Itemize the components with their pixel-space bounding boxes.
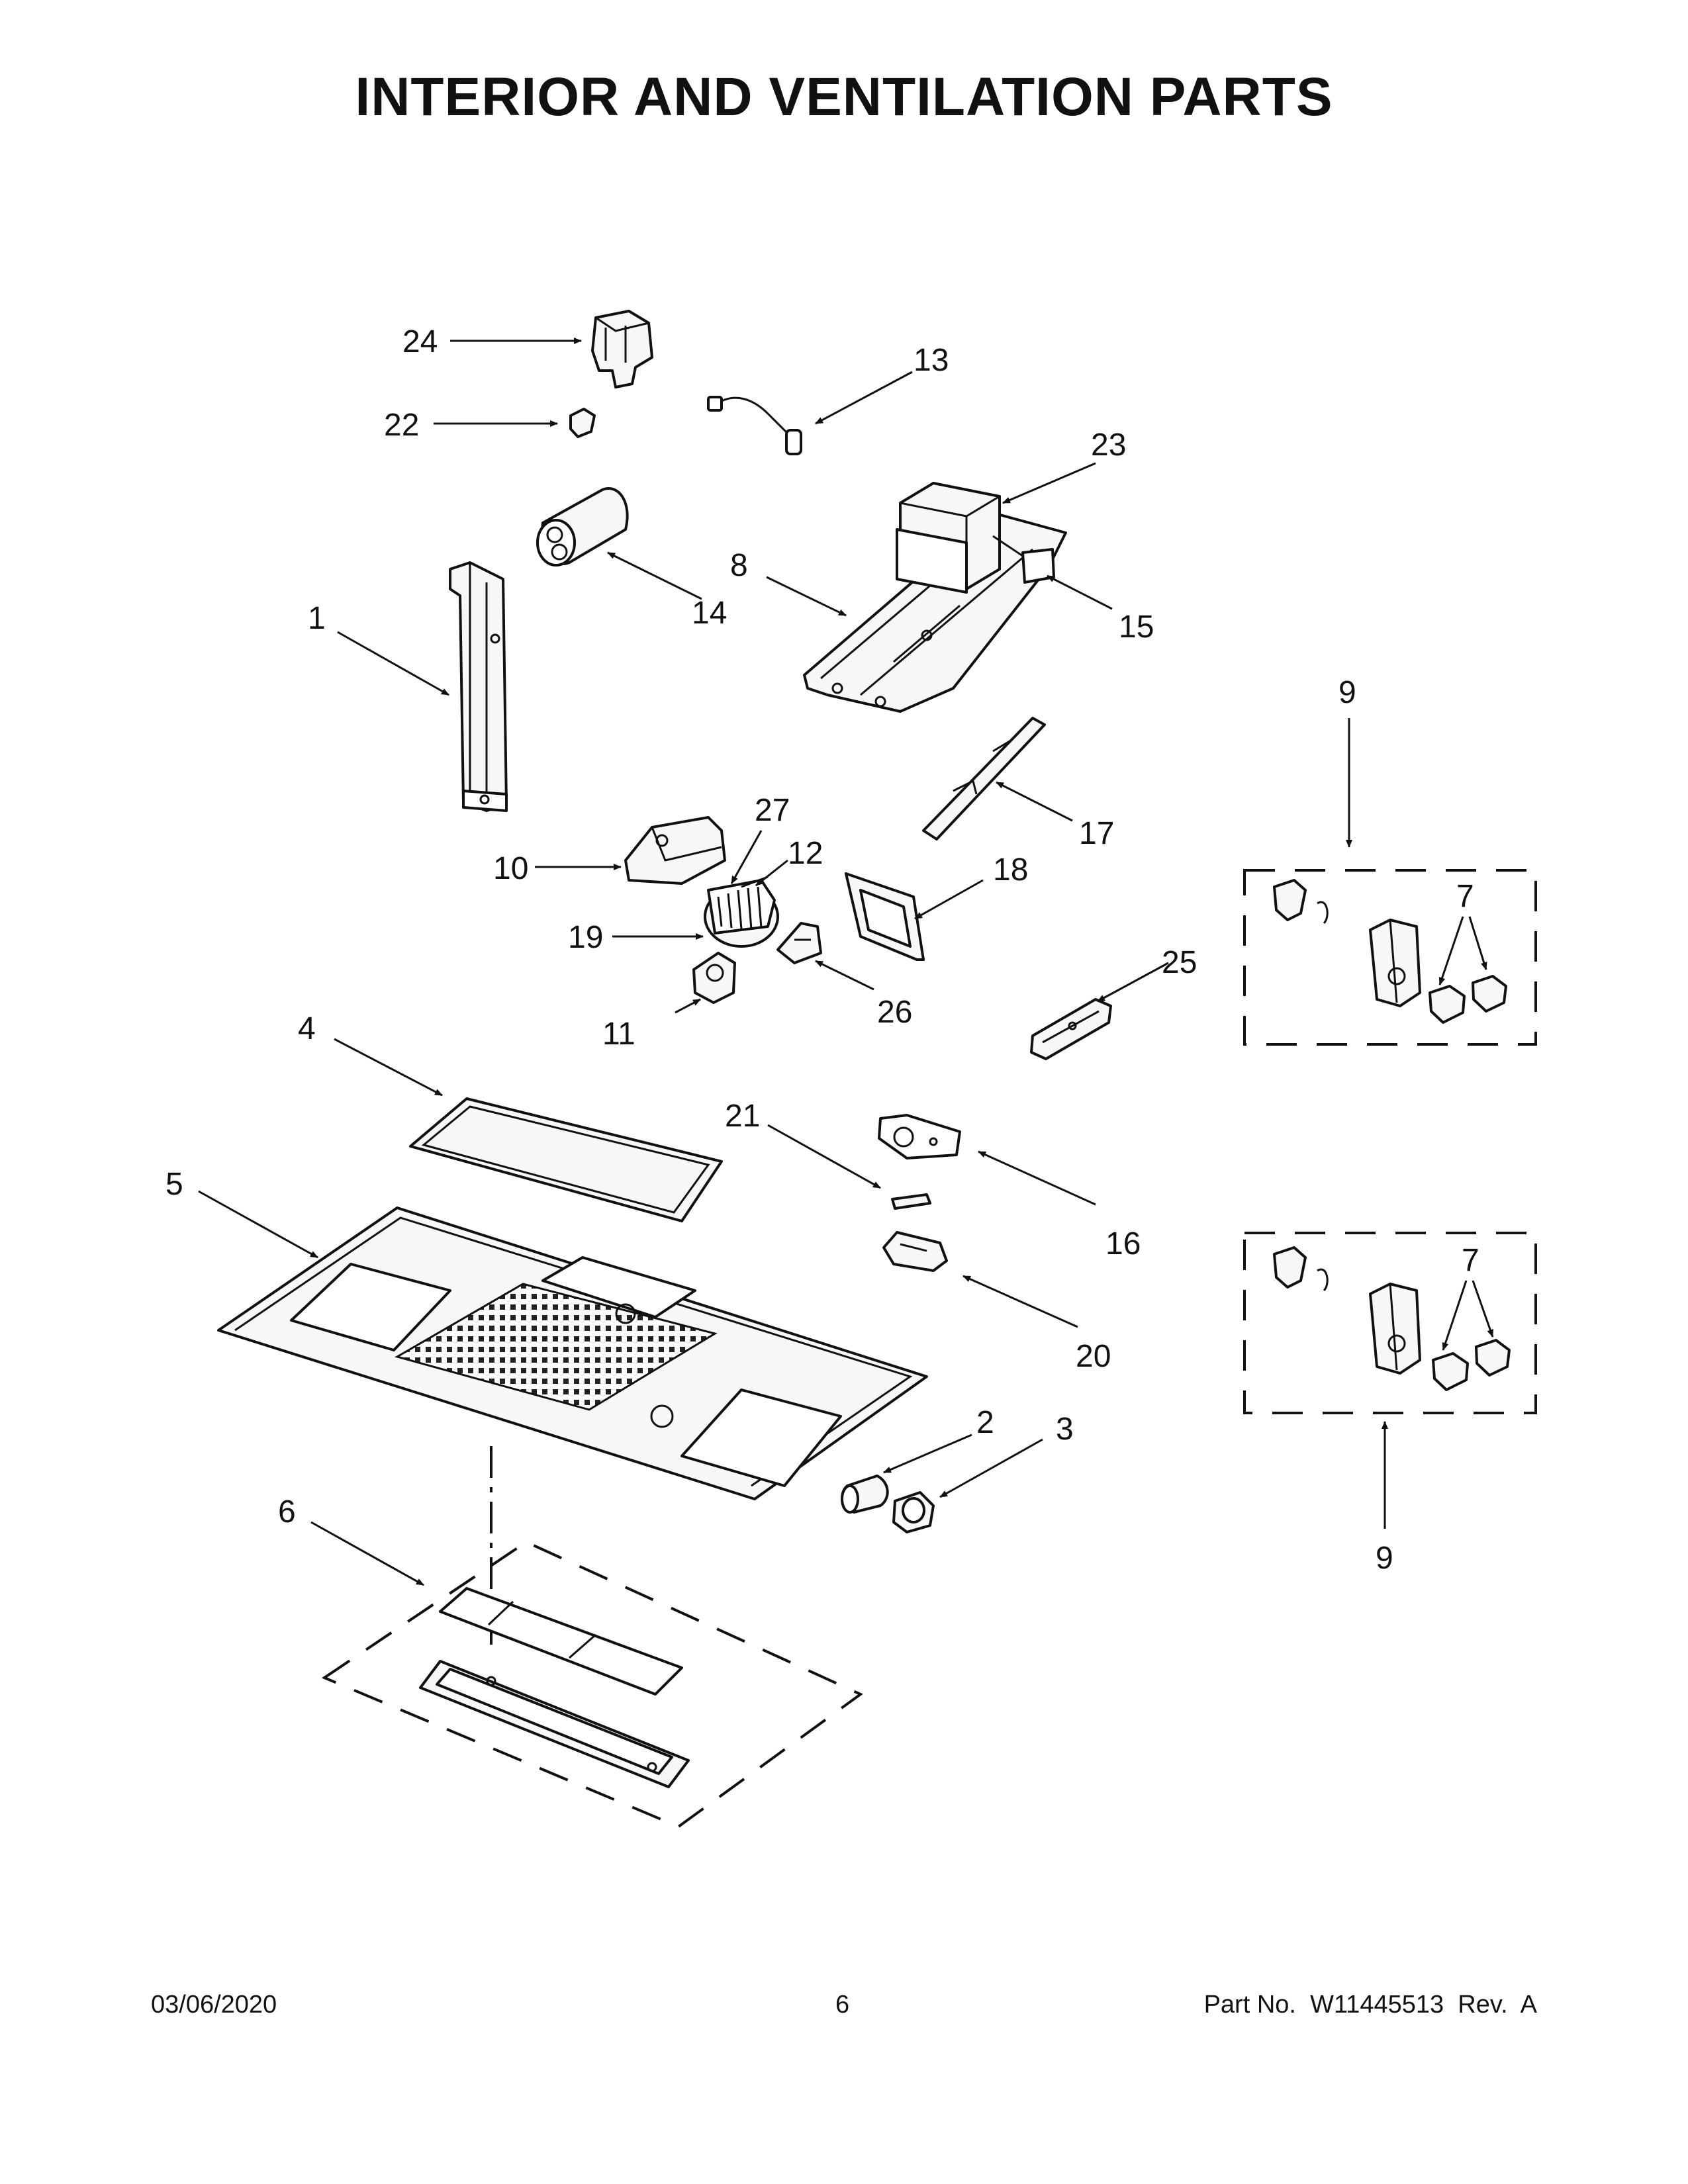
callout-23: 23 bbox=[1091, 428, 1126, 463]
part-3-lamp-socket bbox=[892, 1491, 935, 1533]
callout-19: 19 bbox=[568, 920, 603, 955]
part-16-switch-plate bbox=[878, 1114, 961, 1160]
callout-11: 11 bbox=[602, 1017, 635, 1052]
part-10-motor-bracket bbox=[624, 816, 726, 885]
leader-lines bbox=[198, 338, 1494, 1586]
callout-7-lower: 7 bbox=[1462, 1243, 1479, 1278]
part-4-filter bbox=[409, 1097, 723, 1222]
footer-part-number: Part No. W11445513 Rev. A bbox=[1203, 1991, 1537, 2019]
part-24-bracket bbox=[591, 310, 653, 388]
callout-16: 16 bbox=[1105, 1226, 1141, 1261]
callout-4: 4 bbox=[298, 1011, 316, 1046]
part-22-clip bbox=[569, 408, 596, 438]
callout-20: 20 bbox=[1076, 1339, 1111, 1374]
page-title: INTERIOR AND VENTILATION PARTS bbox=[355, 67, 1333, 127]
callout-labels: 24 22 13 23 8 14 1 15 9 17 27 12 18 10 7… bbox=[165, 324, 1479, 1576]
callout-9: 9 bbox=[1338, 675, 1356, 710]
part-23-transformer bbox=[896, 482, 1001, 594]
callout-22: 22 bbox=[384, 408, 419, 443]
part-17-damper-rail bbox=[922, 717, 1046, 841]
part-6-charcoal-filter-kit bbox=[321, 1540, 863, 1829]
footer-page-number: 6 bbox=[835, 1991, 850, 2019]
part-9-kit-upper bbox=[1243, 869, 1537, 1046]
callout-5: 5 bbox=[165, 1167, 183, 1202]
part-25-sensor-bar bbox=[1030, 998, 1112, 1060]
part-20-switch bbox=[882, 1231, 948, 1272]
part-1-vertical-support bbox=[449, 561, 508, 812]
callout-17: 17 bbox=[1079, 816, 1114, 851]
callout-26: 26 bbox=[877, 995, 912, 1030]
part-9-kit-lower bbox=[1243, 1232, 1537, 1414]
callout-12: 12 bbox=[788, 836, 823, 871]
part-15-wire-harness bbox=[992, 535, 1055, 584]
part-14-capacitor bbox=[536, 487, 629, 567]
callout-27: 27 bbox=[755, 793, 790, 828]
callout-21: 21 bbox=[725, 1099, 760, 1134]
part-26-latch bbox=[776, 922, 822, 964]
callout-7-upper: 7 bbox=[1456, 879, 1474, 914]
callout-2: 2 bbox=[976, 1405, 994, 1440]
callout-13: 13 bbox=[914, 343, 949, 378]
part-5-vent-panel bbox=[217, 1206, 928, 1500]
callout-6: 6 bbox=[278, 1494, 296, 1529]
part-19-fan-motor bbox=[704, 879, 779, 948]
callout-3: 3 bbox=[1056, 1412, 1074, 1447]
callout-14: 14 bbox=[692, 596, 727, 631]
callout-10: 10 bbox=[493, 851, 528, 886]
part-11-damper-motor bbox=[692, 952, 736, 1004]
callout-8: 8 bbox=[730, 548, 748, 583]
part-2-light-bulb bbox=[841, 1475, 889, 1514]
callout-24: 24 bbox=[402, 324, 438, 359]
callout-15: 15 bbox=[1119, 610, 1154, 645]
footer-date: 03/06/2020 bbox=[151, 1991, 277, 2019]
callout-25: 25 bbox=[1162, 945, 1197, 980]
callout-1: 1 bbox=[308, 601, 326, 636]
callout-18: 18 bbox=[993, 852, 1028, 887]
part-13-wire-assembly bbox=[707, 396, 802, 455]
part-21-lamp bbox=[891, 1193, 931, 1210]
callout-9-lower: 9 bbox=[1376, 1541, 1393, 1576]
part-18-control-bracket bbox=[845, 872, 925, 961]
